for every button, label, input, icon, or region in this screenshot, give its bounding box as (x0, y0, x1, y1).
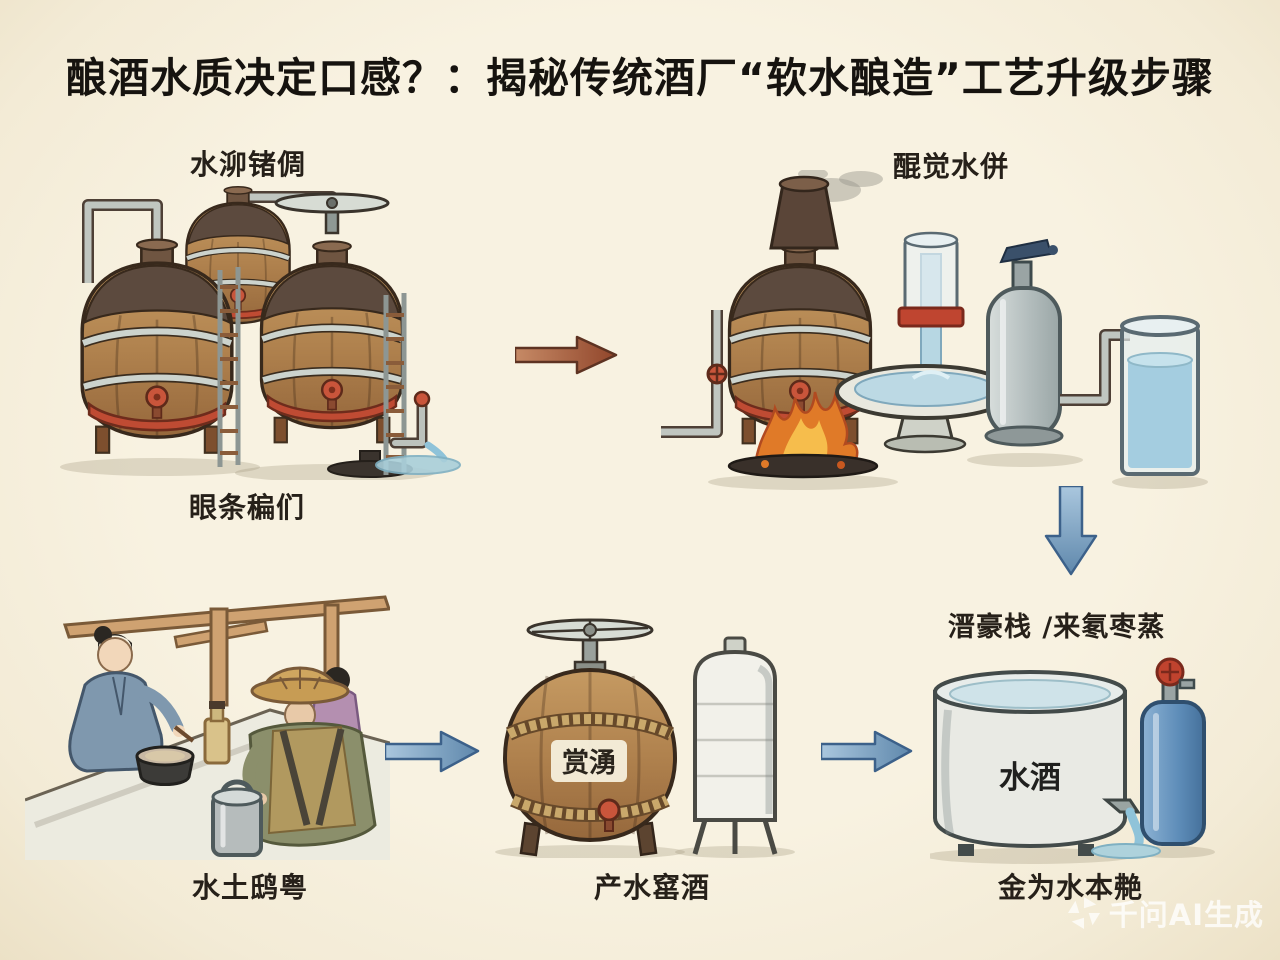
label-source-bottom: 眼条稨们 (189, 491, 306, 524)
ai-brand-logo-icon (1067, 896, 1100, 930)
page-title: 酿酒水质决定口感？：揭秘传统酒厂“软水酿造”工艺升级步骤 (66, 54, 1214, 102)
pouring-water (1125, 807, 1144, 851)
label-brew-cellar: 产水窰酒 (594, 871, 711, 904)
tank-front-text: 水酒 (999, 760, 1061, 796)
rope-barrel: 赏湧 (502, 667, 678, 857)
measuring-beaker (1120, 315, 1200, 476)
transfer-pipe (1060, 329, 1130, 406)
brew-cellar-illustration: 赏湧 (495, 618, 795, 858)
watermark-text: 千问AI生成 (1108, 898, 1264, 932)
arrow-right-icon (515, 335, 618, 375)
metal-canister (211, 779, 263, 857)
bottle (203, 701, 231, 765)
label-source-top: 水泖锗倜 (190, 148, 307, 181)
fire (727, 391, 879, 479)
mixing-pot (135, 745, 195, 786)
beaker-water (1128, 360, 1192, 468)
label-soft-water-output: 溍豪栈 /来氡枣蒸 (948, 612, 1166, 643)
arrow-right-icon (821, 730, 913, 773)
red-collar (897, 306, 965, 328)
label-blending-scene: 水土鸱粤 (192, 871, 309, 904)
outlet-pipe (375, 390, 461, 475)
arrow-right-icon (385, 730, 480, 773)
label-finished-water: 金为水本艴 (998, 871, 1144, 904)
arrow-down-icon (1044, 486, 1098, 576)
feed-pipe (661, 310, 728, 438)
white-tank (692, 636, 778, 855)
farmer-man (242, 666, 377, 847)
shadow (1112, 475, 1208, 489)
barrel-plate-text: 赏湧 (562, 748, 616, 779)
label-distiller: 醌觉水併 (893, 150, 1010, 183)
sprayer-valve (999, 238, 1053, 264)
open-water-tank: 水酒 (933, 670, 1161, 859)
straw-hat (250, 666, 350, 705)
fountain-basin (835, 231, 1015, 454)
shadow (708, 474, 898, 490)
barrel-plate (551, 740, 627, 782)
glass-tube (903, 238, 959, 314)
basin-water (854, 371, 996, 407)
source-barrels-illustration (60, 175, 461, 480)
chimney (769, 175, 839, 250)
table-frame (62, 595, 390, 707)
worker-woman (68, 626, 195, 773)
wheel-valve (526, 618, 654, 674)
finished-water-illustration: 水酒 (930, 657, 1215, 864)
tank-water (949, 679, 1111, 709)
blue-cylinder (1140, 657, 1206, 846)
tap (597, 798, 621, 822)
wheel-valve (274, 192, 390, 235)
shadow (495, 845, 685, 858)
distiller-illustration (661, 170, 1208, 490)
water-splash (1091, 843, 1161, 859)
shadow (60, 458, 260, 476)
blending-scene-illustration (25, 595, 390, 860)
pressure-cylinder (984, 238, 1064, 447)
watermark: 千问AI生成 (1067, 892, 1264, 934)
water-puddle (375, 455, 461, 475)
shadow (967, 453, 1083, 467)
ladder (217, 267, 241, 467)
